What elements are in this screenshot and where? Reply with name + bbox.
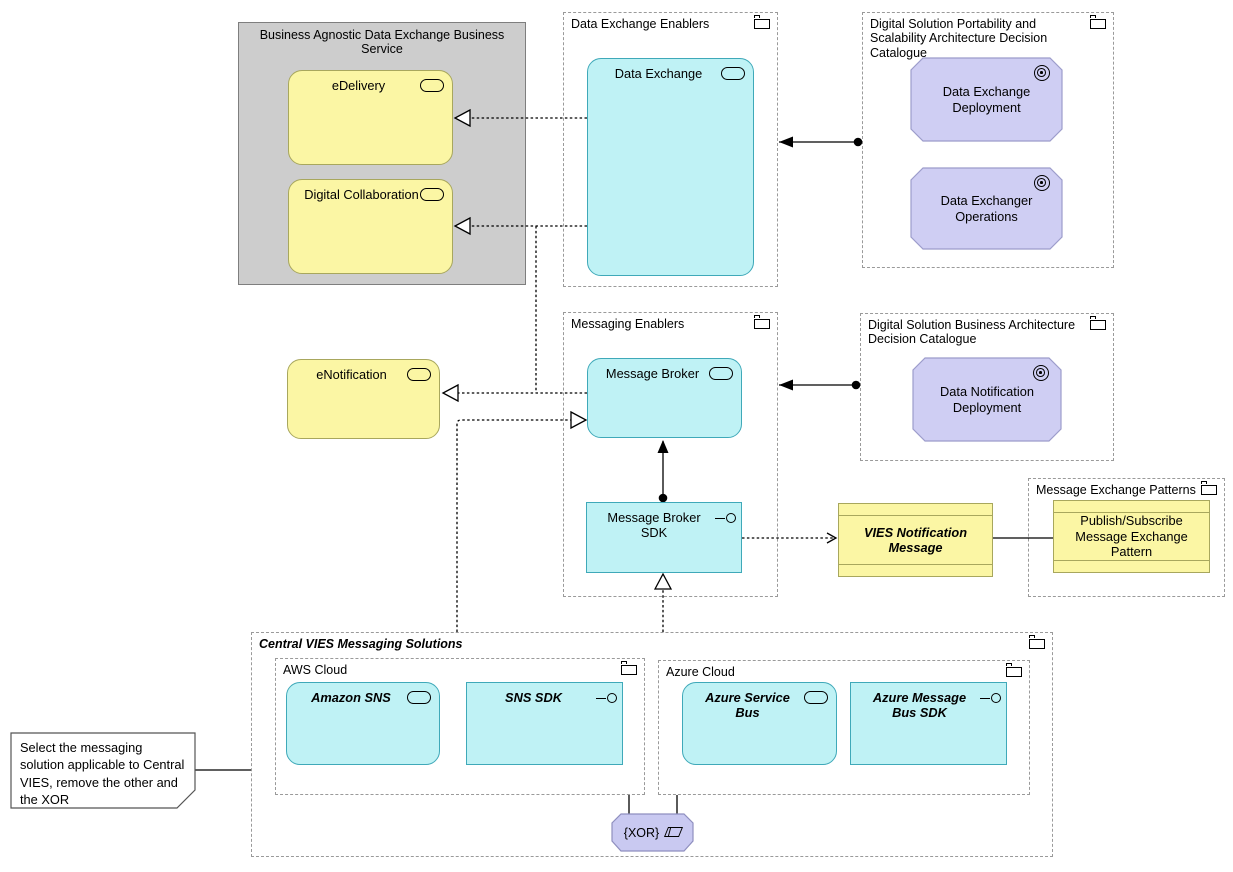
service-oval-icon: [721, 67, 745, 80]
group-title: Central VIES Messaging Solutions: [259, 637, 463, 651]
element-label: Publish/Subscribe Message Exchange Patte…: [1075, 513, 1188, 560]
assignment-ball: [853, 137, 863, 147]
service-edelivery[interactable]: eDelivery: [288, 70, 453, 165]
element-label: Message Broker: [605, 366, 700, 381]
goal-data-exchanger-operations[interactable]: Data Exchanger Operations: [910, 167, 1063, 250]
group-title: Digital Solution Business Architecture D…: [868, 318, 1076, 347]
group-title: Message Exchange Patterns: [1036, 483, 1196, 497]
assignment-arrowhead: [779, 379, 793, 391]
folder-icon: [1005, 663, 1022, 677]
element-label: Data Exchange: [614, 66, 703, 81]
open-arrowhead: [826, 532, 838, 544]
xor-label: {XOR}: [623, 825, 660, 840]
realization-centralvies-messagebroker[interactable]: [456, 419, 571, 632]
element-label: Amazon SNS: [311, 690, 391, 705]
goal-bullseye-icon: [1034, 65, 1050, 81]
group-aws-cloud[interactable]: AWS Cloud: [275, 658, 645, 795]
interface-azure-message-bus-sdk[interactable]: Azure Message Bus SDK: [850, 682, 1007, 765]
element-label: SNS SDK: [505, 690, 562, 705]
service-enotification[interactable]: eNotification: [287, 359, 440, 439]
folder-icon: [1089, 316, 1106, 330]
element-label: Data Exchange Deployment: [942, 83, 1031, 115]
interface-message-broker-sdk[interactable]: Message Broker SDK: [586, 502, 742, 573]
service-oval-icon: [804, 691, 828, 704]
folder-icon: [753, 315, 770, 329]
goal-data-notification-deployment[interactable]: Data Notification Deployment: [912, 357, 1062, 442]
service-oval-icon: [407, 691, 431, 704]
element-label: Azure Service Bus: [705, 690, 790, 721]
assignment-ball: [851, 380, 861, 390]
element-label: VIES Notification Message: [863, 524, 968, 555]
goal-data-exchange-deployment[interactable]: Data Exchange Deployment: [910, 57, 1063, 142]
service-message-broker[interactable]: Message Broker: [587, 358, 742, 438]
element-label: Data Notification Deployment: [940, 383, 1034, 415]
contract-publish-subscribe-pattern[interactable]: Publish/Subscribe Message Exchange Patte…: [1053, 500, 1210, 573]
contract-band: [1054, 512, 1209, 513]
group-portability-catalogue[interactable]: Digital Solution Portability and Scalabi…: [862, 12, 1114, 268]
folder-icon: [753, 15, 770, 29]
interface-lollipop-icon: [596, 692, 617, 704]
group-title: Business Agnostic Data Exchange Business…: [259, 28, 505, 57]
contract-vies-notification-message[interactable]: VIES Notification Message: [838, 503, 993, 577]
interface-lollipop-icon: [980, 692, 1001, 704]
group-title: Digital Solution Portability and Scalabi…: [870, 17, 1048, 60]
folder-icon: [1200, 481, 1217, 495]
folder-icon: [1028, 635, 1045, 649]
service-amazon-sns[interactable]: Amazon SNS: [286, 682, 440, 765]
group-title: Messaging Enablers: [571, 317, 685, 331]
element-label: eNotification: [316, 367, 387, 382]
interface-sns-sdk[interactable]: SNS SDK: [466, 682, 623, 765]
contract-band: [1054, 560, 1209, 561]
element-label: Message Broker SDK: [607, 510, 701, 541]
element-label: Data Exchanger Operations: [940, 192, 1033, 224]
service-azure-service-bus[interactable]: Azure Service Bus: [682, 682, 837, 765]
group-title: Azure Cloud: [666, 665, 735, 679]
interface-lollipop-icon: [715, 512, 736, 524]
folder-icon: [620, 661, 637, 675]
note-text: Select the messaging solution applicable…: [20, 740, 185, 807]
service-data-exchange[interactable]: Data Exchange: [587, 58, 754, 276]
service-oval-icon: [420, 188, 444, 201]
service-oval-icon: [709, 367, 733, 380]
contract-band: [839, 564, 992, 565]
note[interactable]: Select the messaging solution applicable…: [10, 732, 196, 809]
goal-bullseye-icon: [1033, 365, 1049, 381]
service-digital-collaboration[interactable]: Digital Collaboration: [288, 179, 453, 274]
group-data-exchange-enablers[interactable]: Data Exchange Enablers: [563, 12, 778, 287]
assignment-arrowhead: [779, 136, 793, 148]
realization-arrowhead: [441, 383, 459, 403]
folder-icon: [1089, 15, 1106, 29]
contract-band: [839, 515, 992, 516]
group-title: AWS Cloud: [283, 663, 348, 677]
element-label: Azure Message Bus SDK: [872, 690, 967, 721]
xor-junction[interactable]: {XOR}: [611, 813, 694, 852]
element-label: eDelivery: [331, 78, 386, 93]
group-central-vies[interactable]: Central VIES Messaging Solutions: [251, 632, 1053, 857]
group-business-catalogue[interactable]: Digital Solution Business Architecture D…: [860, 313, 1114, 461]
element-label: Digital Collaboration: [304, 187, 419, 202]
group-azure-cloud[interactable]: Azure Cloud: [658, 660, 1030, 795]
goal-bullseye-icon: [1034, 175, 1050, 191]
group-title: Data Exchange Enablers: [571, 17, 710, 31]
service-oval-icon: [407, 368, 431, 381]
service-oval-icon: [420, 79, 444, 92]
